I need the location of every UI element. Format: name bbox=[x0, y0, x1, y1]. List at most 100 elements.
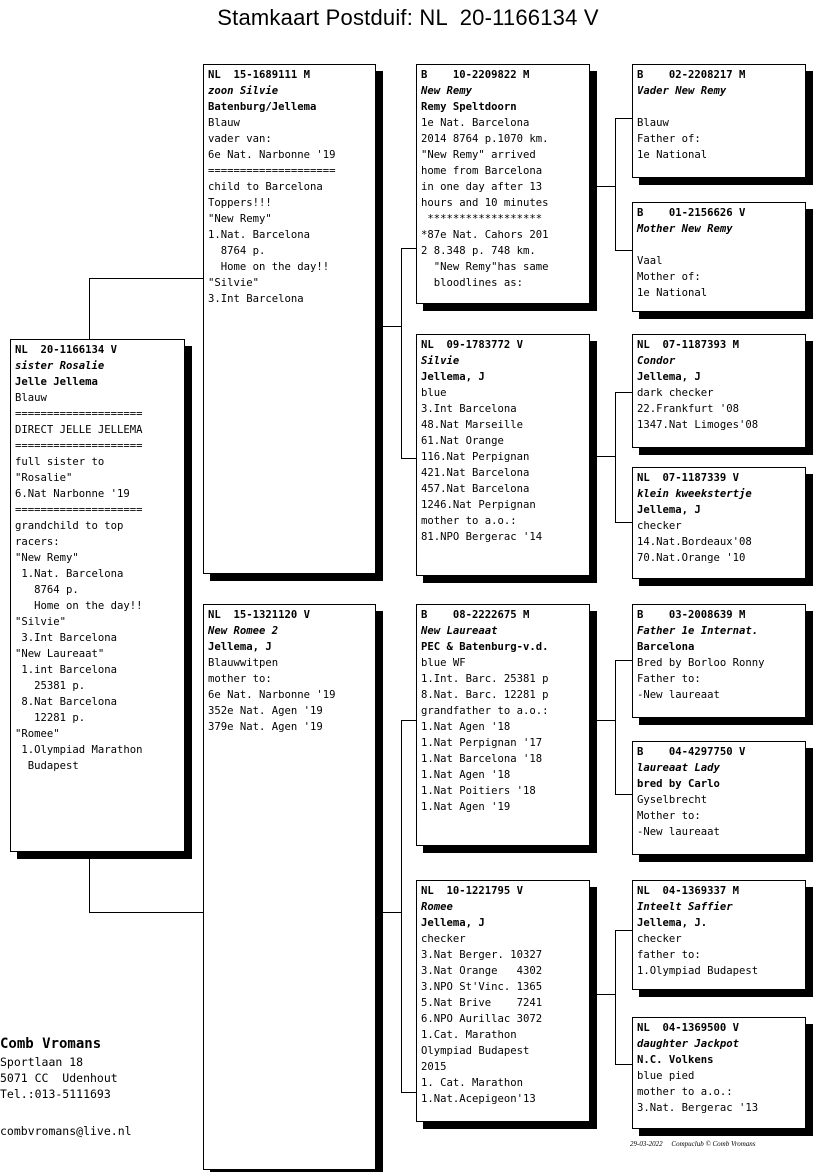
pigeon-detail-line: 3.Int Barcelona bbox=[208, 293, 304, 305]
pigeon-detail-line: "Silvie" bbox=[208, 277, 260, 289]
connector-line bbox=[401, 720, 417, 721]
pigeon-detail-line: checker bbox=[637, 520, 682, 532]
connector-line bbox=[615, 522, 632, 523]
pigeon-detail-line: mother to: bbox=[208, 673, 272, 685]
pigeon-detail-line: 5.Nat Brive 7241 bbox=[421, 997, 543, 1009]
pigeon-breeder: Jellema, J bbox=[208, 641, 272, 653]
ring-number: NL 15-1689111 M bbox=[208, 69, 311, 81]
ring-number: B 03-2008639 M bbox=[637, 609, 746, 621]
pigeon-detail-line: 457.Nat Barcelona bbox=[421, 483, 530, 495]
breeder-city: 5071 CC Udenhout bbox=[0, 1071, 118, 1085]
pigeon-name: sister Rosalie bbox=[15, 360, 105, 372]
pigeon-name: Mother New Remy bbox=[637, 223, 733, 235]
pigeon-detail-line: Toppers!!! bbox=[208, 197, 272, 209]
pigeon-detail-line: Home on the day!! bbox=[15, 600, 143, 612]
pigeon-name: klein kweekstertje bbox=[637, 488, 752, 500]
pigeon-detail-line: home from Barcelona bbox=[421, 165, 543, 177]
pigeon-detail-line: 1e National bbox=[637, 149, 708, 161]
pigeon-detail-line: mother to a.o.: bbox=[637, 1086, 733, 1098]
pigeon-detail-line: 22.Frankfurt '08 bbox=[637, 403, 740, 415]
pigeon-detail-line: 1.Nat Barcelona '18 bbox=[421, 753, 543, 765]
pigeon-detail-line: 2 8.348 p. 748 km. bbox=[421, 245, 536, 257]
pigeon-detail-line: Blauw bbox=[637, 117, 669, 129]
pigeon-detail-line: 8764 p. bbox=[208, 245, 266, 257]
pigeon-detail-line: 1.Olympiad Budapest bbox=[637, 965, 759, 977]
pigeon-detail-line: 8.Nat Barcelona bbox=[15, 696, 118, 708]
pigeon-breeder: Jelle Jellema bbox=[15, 376, 98, 388]
connector-line bbox=[401, 1092, 417, 1093]
pigeon-detail-line: ==================== bbox=[15, 408, 143, 420]
footer-date: 29-03-2022 bbox=[630, 1140, 663, 1148]
pigeon-name: Inteelt Saffier bbox=[637, 901, 733, 913]
pigeon-detail-line: vader van: bbox=[208, 133, 272, 145]
pigeon-breeder: Jellema, J. bbox=[637, 917, 708, 929]
pigeon-detail-line: racers: bbox=[15, 536, 60, 548]
pigeon-detail-line: ==================== bbox=[15, 504, 143, 516]
pigeon-detail-line: bloodlines as: bbox=[421, 277, 524, 289]
pigeon-detail-line: "Rosalie" bbox=[15, 472, 73, 484]
pigeon-detail-line: -New laureaat bbox=[637, 689, 720, 701]
pigeon-detail-line: 1.Nat.Acepigeon'13 bbox=[421, 1093, 536, 1105]
pigeon-detail-line: blue WF bbox=[421, 657, 466, 669]
pigeon-detail-line: 6e Nat. Narbonne '19 bbox=[208, 689, 336, 701]
connector-line bbox=[597, 456, 615, 457]
pigeon-detail-line: 1.Nat. Barcelona bbox=[15, 568, 124, 580]
connector-line bbox=[615, 392, 616, 522]
pigeon-detail-line: Mother to: bbox=[637, 810, 701, 822]
pigeon-breeder: Jellema, J bbox=[421, 917, 485, 929]
pigeon-name: Silvie bbox=[421, 355, 460, 367]
pigeon-detail-line: 61.Nat Orange bbox=[421, 435, 504, 447]
pigeon-detail-line: 1.int Barcelona bbox=[15, 664, 118, 676]
pigeon-detail-line: 3.Int Barcelona bbox=[15, 632, 118, 644]
ring-number: B 04-4297750 V bbox=[637, 746, 746, 758]
connector-line bbox=[89, 278, 204, 279]
ring-number: NL 04-1369500 V bbox=[637, 1022, 740, 1034]
pigeon-detail-line: ==================== bbox=[15, 440, 143, 452]
pigeon-name: Condor bbox=[637, 355, 676, 367]
breeder-info: Comb Vromans Sportlaan 18 5071 CC Udenho… bbox=[0, 1034, 118, 1102]
ring-number: NL 10-1221795 V bbox=[421, 885, 524, 897]
pigeon-detail-line: Blauw bbox=[208, 117, 240, 129]
ring-number: NL 09-1783772 V bbox=[421, 339, 524, 351]
connector-line bbox=[597, 720, 615, 721]
pigeon-detail-line bbox=[637, 99, 802, 115]
pigeon-breeder: Jellema, J bbox=[637, 504, 701, 516]
pigeon-name: New Remy bbox=[421, 85, 473, 97]
pigeon-name: Father 1e Internat. bbox=[637, 625, 759, 637]
pigeon-detail-line: 1.Nat Perpignan '17 bbox=[421, 737, 543, 749]
pigeon-detail-line: 1.Olympiad Marathon bbox=[15, 744, 143, 756]
pigeon-detail-line: "New Laureaat" bbox=[15, 648, 105, 660]
pigeon-detail-line: 116.Nat Perpignan bbox=[421, 451, 530, 463]
pigeon-detail-line: 1. Cat. Marathon bbox=[421, 1077, 524, 1089]
pigeon-detail-line: 1.Nat Poitiers '18 bbox=[421, 785, 536, 797]
pigeon-detail-line: 1e National bbox=[637, 287, 708, 299]
pigeon-name: Vader New Remy bbox=[637, 85, 727, 97]
pigeon-detail-line: Home on the day!! bbox=[208, 261, 330, 273]
ring-number: B 01-2156626 V bbox=[637, 207, 746, 219]
pigeon-detail-line: 6.Nat Narbonne '19 bbox=[15, 488, 130, 500]
pigeon-breeder: Remy Speltdoorn bbox=[421, 101, 517, 113]
pigeon-name: New Romee 2 bbox=[208, 625, 279, 637]
breeder-email[interactable]: combvromans@live.nl bbox=[0, 1124, 132, 1138]
connector-line bbox=[597, 186, 615, 187]
pigeon-detail-line: 8764 p. bbox=[15, 584, 79, 596]
pigeon-detail-line: 6.NPO Aurillac 3072 bbox=[421, 1013, 543, 1025]
pigeon-name: zoon Silvie bbox=[208, 85, 279, 97]
pigeon-detail-line: full sister to bbox=[15, 456, 105, 468]
ring-number: B 08-2222675 M bbox=[421, 609, 530, 621]
pigeon-detail-line: 8.Nat. Barc. 12281 p bbox=[421, 689, 549, 701]
pigeon-detail-line: 1.Nat Agen '18 bbox=[421, 721, 511, 733]
pigeon-detail-line: DIRECT JELLE JELLEMA bbox=[15, 424, 143, 436]
pigeon-detail-line: checker bbox=[637, 933, 682, 945]
connector-line bbox=[401, 248, 417, 249]
pigeon-detail-line bbox=[637, 237, 802, 253]
ring-number: NL 04-1369337 M bbox=[637, 885, 740, 897]
pigeon-detail-line: Blauw bbox=[15, 392, 47, 404]
pigeon-detail-line: 1e Nat. Barcelona bbox=[421, 117, 530, 129]
pigeon-detail-line: "New Remy" arrived bbox=[421, 149, 536, 161]
